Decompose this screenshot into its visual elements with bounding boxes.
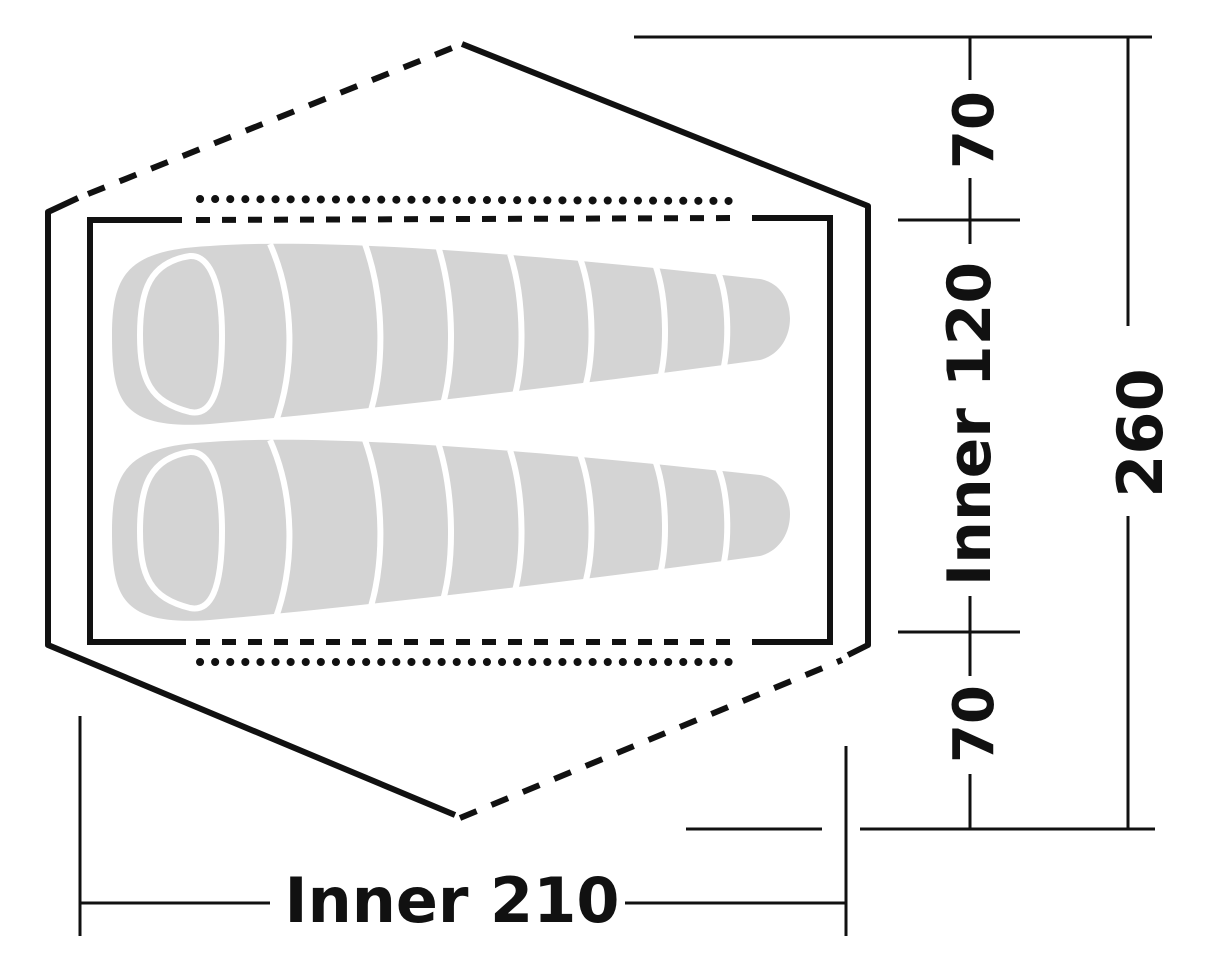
door-edge-bottom-dashed xyxy=(458,657,844,821)
fly-outline-solid xyxy=(460,41,871,658)
sleeping-bag-2 xyxy=(112,440,790,621)
fly-outline-solid-left xyxy=(45,195,457,818)
dim-label-total-width: 260 xyxy=(1104,368,1177,497)
dim-label-inner-length: Inner 210 xyxy=(285,864,620,937)
dim-label-vestibule-bottom: 70 xyxy=(942,685,1007,763)
dim-label-vestibule-top: 70 xyxy=(942,91,1007,169)
inner-tent-outline xyxy=(87,217,186,645)
inner-door-top-dashed xyxy=(195,215,741,223)
door-edge-top-dashed xyxy=(86,41,464,197)
dim-label-inner-width: Inner 120 xyxy=(935,262,1005,586)
inner-tent-outline-right xyxy=(752,215,833,645)
inner-door-top-dotted xyxy=(196,195,746,205)
sleeping-bag-1 xyxy=(112,244,790,425)
